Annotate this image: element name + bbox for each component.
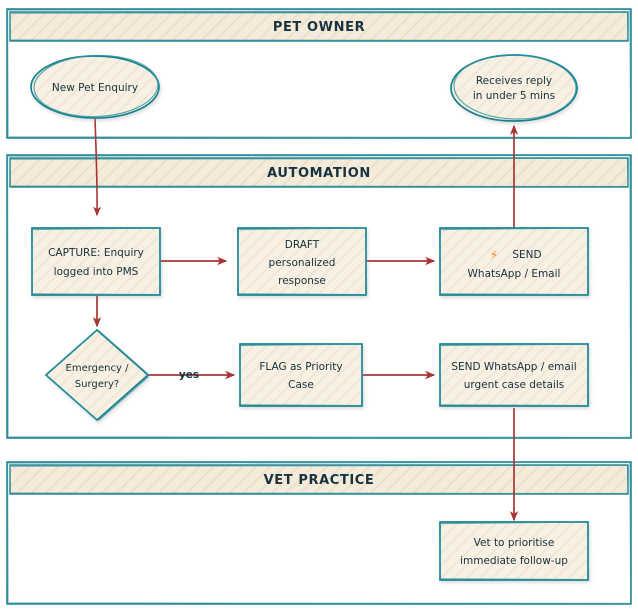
node-label-receives-reply-line1: Receives reply bbox=[476, 75, 552, 87]
node-capture-enquiry[interactable]: CAPTURE: Enquiry logged into PMS bbox=[31, 227, 162, 296]
lane-title-pet-owner: PET OWNER bbox=[273, 20, 365, 35]
edge-enquiry-to-capture bbox=[93, 117, 102, 217]
lane-title-vet-practice: VET PRACTICE bbox=[264, 473, 375, 488]
node-label-emergency-line2: Surgery? bbox=[75, 379, 119, 390]
edge-decision-to-flag: yes bbox=[148, 369, 236, 381]
edge-label-yes: yes bbox=[179, 369, 199, 381]
node-emergency-decision[interactable]: Emergency / Surgery? bbox=[44, 328, 150, 422]
node-label-send-urgent-line2: urgent case details bbox=[464, 379, 564, 391]
lightning-bolt-icon: ⚡ bbox=[490, 248, 498, 262]
node-new-pet-enquiry[interactable]: New Pet Enquiry bbox=[30, 53, 160, 119]
node-label-vet-line1: Vet to prioritise bbox=[474, 537, 555, 549]
node-send-urgent[interactable]: SEND WhatsApp / email urgent case detail… bbox=[439, 343, 590, 407]
node-send-whatsapp-email[interactable]: ⚡ SEND WhatsApp / Email bbox=[439, 227, 590, 296]
lane-pet-owner: PET OWNER bbox=[6, 8, 632, 139]
node-label-vet-line2: immediate follow-up bbox=[460, 555, 568, 567]
node-label-emergency-line1: Emergency / bbox=[66, 363, 130, 374]
node-label-send-line2: WhatsApp / Email bbox=[468, 268, 561, 280]
lane-vet-practice: VET PRACTICE bbox=[6, 461, 632, 605]
node-label-capture-line1: CAPTURE: Enquiry bbox=[48, 247, 144, 259]
node-label-send-line1: SEND bbox=[512, 249, 541, 261]
edges-layer: yes bbox=[92, 117, 519, 522]
node-flag-priority[interactable]: FLAG as Priority Case bbox=[239, 343, 364, 407]
node-label-flag-line2: Case bbox=[288, 379, 314, 391]
node-draft-response[interactable]: DRAFT personalized response bbox=[237, 227, 368, 296]
node-label-draft-line1: DRAFT bbox=[285, 239, 320, 251]
node-vet-prioritise[interactable]: Vet to prioritise immediate follow-up bbox=[439, 521, 590, 581]
node-label-send-urgent-line1: SEND WhatsApp / email bbox=[451, 361, 576, 373]
node-label-receives-reply-line2: in under 5 mins bbox=[473, 90, 555, 102]
lane-header-automation bbox=[9, 157, 629, 188]
node-label-draft-line2: personalized bbox=[269, 257, 336, 269]
node-receives-reply[interactable]: Receives reply in under 5 mins bbox=[450, 53, 578, 122]
node-label-new-pet-enquiry: New Pet Enquiry bbox=[52, 82, 138, 94]
node-label-flag-line1: FLAG as Priority bbox=[259, 361, 342, 373]
lane-automation: AUTOMATION bbox=[6, 154, 632, 439]
lane-title-automation: AUTOMATION bbox=[267, 166, 371, 181]
node-label-capture-line2: logged into PMS bbox=[54, 266, 139, 278]
node-label-draft-line3: response bbox=[278, 275, 326, 287]
